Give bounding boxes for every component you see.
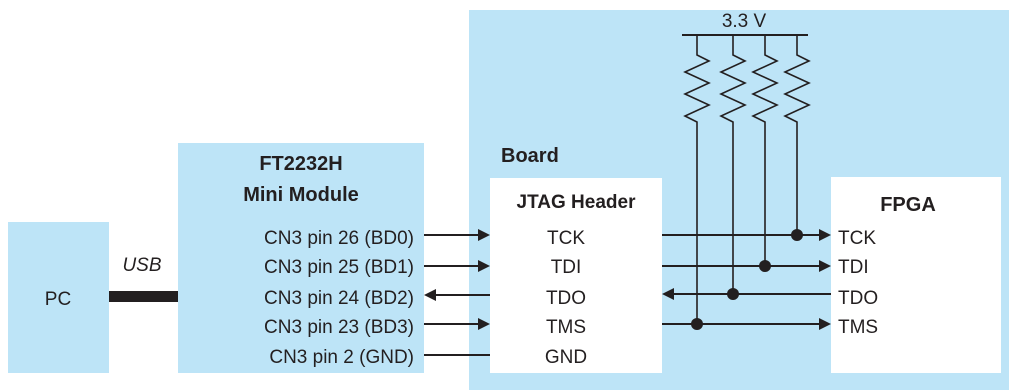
- jtag-signal-gnd: GND: [545, 347, 587, 368]
- fpga-signal-tck: TCK: [838, 228, 876, 249]
- module-pin-bd0: CN3 pin 26 (BD0): [264, 228, 414, 249]
- fpga-signal-tdi: TDI: [838, 257, 869, 278]
- junction-tck: [791, 229, 803, 241]
- junction-tms: [691, 318, 703, 330]
- module-pin-bd2: CN3 pin 24 (BD2): [264, 288, 414, 309]
- pullup-resistor-tdi: [751, 35, 779, 266]
- usb-cable: [109, 291, 178, 302]
- module-pin-gnd: CN3 pin 2 (GND): [269, 347, 414, 368]
- supply-label: 3.3 V: [722, 11, 767, 32]
- fpga-signal-tms: TMS: [838, 317, 878, 338]
- pullup-resistors: [683, 35, 811, 324]
- fpga-title: FPGA: [880, 194, 936, 216]
- fpga-signal-tdo: TDO: [838, 288, 878, 309]
- ft2232h-module-box: [178, 143, 424, 373]
- junction-tdi: [759, 260, 771, 272]
- arrow-tdi: [819, 260, 831, 272]
- arrow-bd1-tdi: [478, 260, 490, 272]
- usb-label: USB: [122, 255, 161, 276]
- junction-tdo: [727, 288, 739, 300]
- header-to-fpga-wires: [662, 229, 831, 330]
- pullup-resistor-tms: [683, 35, 711, 324]
- arrow-tms: [819, 318, 831, 330]
- module-title-line2: Mini Module: [243, 184, 359, 206]
- module-pin-bd1: CN3 pin 25 (BD1): [264, 257, 414, 278]
- jtag-signal-tdi: TDI: [551, 257, 582, 278]
- module-pin-bd3: CN3 pin 23 (BD3): [264, 317, 414, 338]
- module-pin-labels: CN3 pin 26 (BD0) CN3 pin 25 (BD1) CN3 pi…: [264, 228, 414, 368]
- fpga-box: [831, 177, 1001, 373]
- pc-box: [8, 222, 109, 373]
- pullup-resistor-tdo: [719, 35, 747, 294]
- jtag-header-box: [490, 178, 662, 373]
- jtag-header-signals: TCK TDI TDO TMS GND: [545, 228, 587, 368]
- arrow-bd3-tms: [478, 318, 490, 330]
- board-title: Board: [501, 145, 559, 167]
- jtag-signal-tck: TCK: [547, 228, 585, 249]
- arrow-tdo: [662, 288, 674, 300]
- junction-dots: [691, 229, 803, 330]
- pullup-resistor-tck: [783, 35, 811, 235]
- jtag-header-title: JTAG Header: [517, 192, 637, 213]
- pc-label: PC: [45, 289, 71, 310]
- jtag-signal-tdo: TDO: [546, 288, 586, 309]
- arrow-bd0-tck: [478, 229, 490, 241]
- fpga-signals: TCK TDI TDO TMS: [838, 228, 878, 338]
- module-to-header-wires: [424, 229, 490, 356]
- arrow-tdo-bd2: [424, 289, 436, 301]
- module-title-line1: FT2232H: [259, 153, 342, 175]
- jtag-signal-tms: TMS: [546, 317, 586, 338]
- arrow-tck: [819, 229, 831, 241]
